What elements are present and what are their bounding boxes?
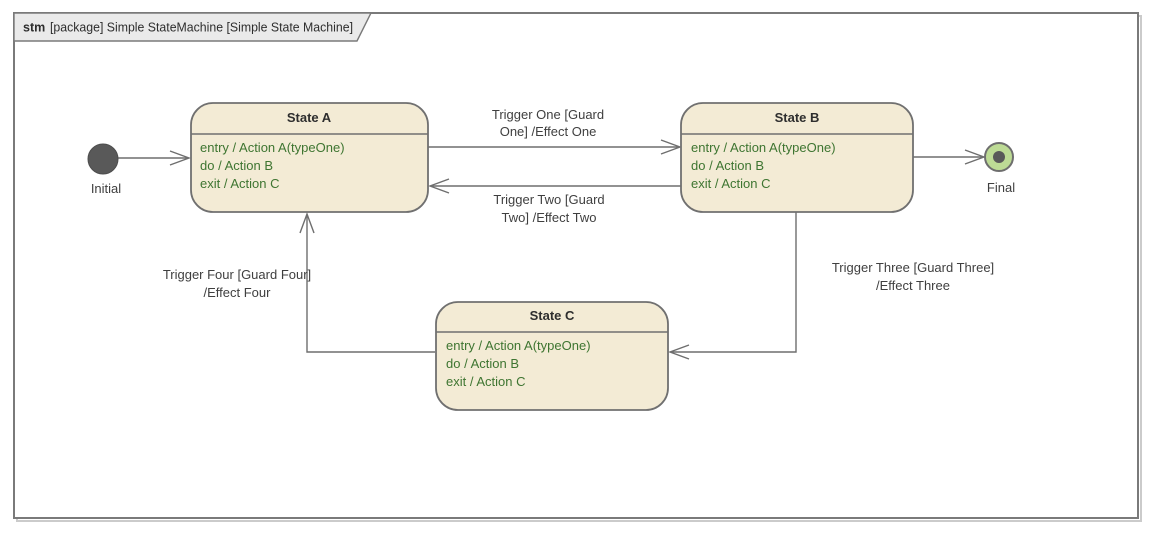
- state-b-node[interactable]: State B entry / Action A(typeOne) do / A…: [680, 102, 914, 213]
- state-c-shape[interactable]: [435, 301, 669, 411]
- transition-state-b-to-state-a[interactable]: Trigger Two [Guard Two] /Effect Two: [427, 178, 681, 225]
- transition-state-b-to-state-c[interactable]: Trigger Three [Guard Three] /Effect Thre…: [667, 212, 994, 360]
- transition-line[interactable]: [671, 212, 797, 353]
- final-node[interactable]: Final: [984, 142, 1015, 195]
- frame-tab-title: [package] Simple StateMachine [Simple St…: [50, 21, 353, 35]
- state-b-title: State B: [775, 110, 820, 125]
- transition-label-line1: Trigger One [Guard: [492, 107, 604, 122]
- transition-state-a-to-state-b[interactable]: Trigger One [Guard One] /Effect One: [428, 107, 683, 155]
- state-c-node[interactable]: State C entry / Action A(typeOne) do / A…: [435, 301, 669, 411]
- state-b-entry-action: entry / Action A(typeOne): [691, 140, 836, 155]
- transition-line[interactable]: [306, 215, 435, 353]
- state-b-exit-action: exit / Action C: [691, 176, 770, 191]
- state-a-do-action: do / Action B: [200, 158, 273, 173]
- transition-label-line2: /Effect Four: [204, 285, 272, 300]
- state-c-exit-action: exit / Action C: [446, 374, 525, 389]
- state-a-exit-action: exit / Action C: [200, 176, 279, 191]
- transition-label-line1: Trigger Two [Guard: [493, 192, 604, 207]
- state-c-entry-action: entry / Action A(typeOne): [446, 338, 591, 353]
- state-a-entry-action: entry / Action A(typeOne): [200, 140, 345, 155]
- diagram-frame-tab: stm [package] Simple StateMachine [Simpl…: [13, 12, 373, 42]
- diagram-frame: [13, 12, 1139, 519]
- final-node-label: Final: [987, 180, 1015, 195]
- state-b-do-action: do / Action B: [691, 158, 764, 173]
- transition-label-line2: Two] /Effect Two: [502, 210, 597, 225]
- frame-tab-keyword: stm: [23, 21, 45, 35]
- transition-state-c-to-state-a[interactable]: Trigger Four [Guard Four] /Effect Four: [163, 211, 435, 353]
- arrowhead-right-icon: [660, 139, 683, 155]
- final-state-inner-dot: [993, 151, 1005, 163]
- state-a-title: State A: [287, 110, 332, 125]
- arrowhead-left-icon: [667, 344, 690, 360]
- transition-label-line1: Trigger Four [Guard Four]: [163, 267, 311, 282]
- initial-node[interactable]: Initial: [87, 143, 121, 196]
- arrowhead-left-icon: [427, 178, 450, 194]
- transition-label-line1: Trigger Three [Guard Three]: [832, 260, 994, 275]
- transition-label-line2: One] /Effect One: [500, 124, 597, 139]
- transition-label-line2: /Effect Three: [876, 278, 950, 293]
- state-c-title: State C: [530, 308, 575, 323]
- initial-state-icon[interactable]: [87, 143, 119, 175]
- arrowhead-right-icon: [169, 150, 192, 166]
- transition-initial-to-state-a[interactable]: [118, 150, 192, 166]
- frame-tab-shape: [13, 12, 373, 42]
- state-b-shape[interactable]: [680, 102, 914, 213]
- state-a-shape[interactable]: [190, 102, 429, 213]
- initial-node-label: Initial: [91, 181, 121, 196]
- state-c-do-action: do / Action B: [446, 356, 519, 371]
- state-a-node[interactable]: State A entry / Action A(typeOne) do / A…: [190, 102, 429, 213]
- arrowhead-up-icon: [299, 211, 315, 234]
